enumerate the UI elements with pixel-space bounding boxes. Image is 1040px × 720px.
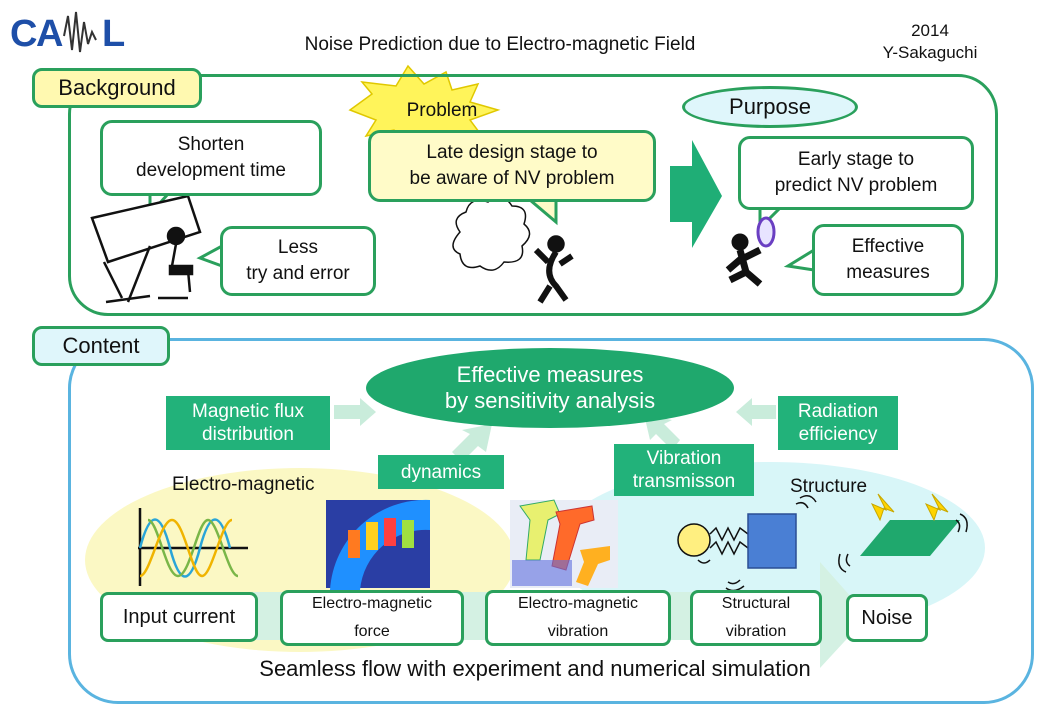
motor-field-plot xyxy=(326,499,430,590)
background-panel xyxy=(68,74,998,316)
sensitivity-analysis-oval: Effective measures by sensitivity analys… xyxy=(366,348,734,428)
svg-text:C: C xyxy=(10,13,37,55)
year-text: 2014 xyxy=(911,21,949,40)
late-stage-bubble: Late design stage to be aware of NV prob… xyxy=(368,130,656,202)
oval-line1: Effective measures xyxy=(456,362,644,387)
dynamics-box: dynamics xyxy=(378,455,504,489)
svg-text:L: L xyxy=(102,13,125,55)
less-line1: Less xyxy=(277,237,319,258)
less-bubble: Less try and error xyxy=(220,226,376,296)
author-text: Y-Sakaguchi xyxy=(882,43,978,62)
svg-text:A: A xyxy=(36,13,63,55)
early-line2: predict NV problem xyxy=(774,175,938,196)
flow-em-force: Electro-magnetic force xyxy=(280,590,464,646)
radiation-efficiency-box: Radiation efficiency xyxy=(778,396,898,450)
purpose-label: Purpose xyxy=(682,86,858,128)
flow-input-current: Input current xyxy=(100,592,258,642)
problem-label: Problem xyxy=(406,100,478,121)
rad-line1: Radiation xyxy=(797,401,879,422)
designer-illustration xyxy=(90,194,202,304)
content-panel xyxy=(68,338,1034,704)
effective-bubble: Effective measures xyxy=(812,224,964,296)
page-title: Noise Prediction due to Electro-magnetic… xyxy=(304,34,696,55)
structure-label: Structure xyxy=(790,476,868,497)
logo-icon: C A L xyxy=(10,11,125,55)
sine-waves-icon xyxy=(138,508,248,586)
early-line1: Early stage to xyxy=(797,149,915,170)
arrow-dynamics xyxy=(452,424,492,462)
late-line1: Late design stage to xyxy=(426,142,598,163)
shorten-line2: development time xyxy=(136,160,286,181)
shorten-bubble: Shorten development time xyxy=(100,120,322,196)
effective-line2: measures xyxy=(846,262,930,283)
arrow-flux xyxy=(334,398,376,426)
emforce-line2: force xyxy=(354,623,390,640)
shorten-line1: Shorten xyxy=(177,134,245,155)
investigator-illustration xyxy=(725,216,776,287)
emforce-line1: Electro-magnetic xyxy=(311,595,433,612)
vib-line2: transmisson xyxy=(632,471,736,492)
flow-em-vibration: Electro-magnetic vibration xyxy=(485,590,671,646)
flow-structural-vibration: Structural vibration xyxy=(690,590,822,646)
flux-line1: Magnetic flux xyxy=(192,401,304,422)
oval-line2: by sensitivity analysis xyxy=(444,388,656,413)
effective-line1: Effective xyxy=(851,236,925,257)
late-line2: be aware of NV problem xyxy=(409,168,615,189)
electromagnetic-label: Electro-magnetic xyxy=(172,474,315,495)
vib-line1: Vibration xyxy=(646,448,722,469)
flux-line2: distribution xyxy=(202,424,294,445)
purpose-arrow xyxy=(670,140,722,248)
rad-line2: efficiency xyxy=(798,424,878,445)
early-stage-bubble: Early stage to predict NV problem xyxy=(738,136,974,210)
struct-line2: vibration xyxy=(725,623,787,640)
magnetic-flux-box: Magnetic flux distribution xyxy=(166,396,330,450)
emvib-line1: Electro-magnetic xyxy=(517,595,639,612)
struct-line1: Structural xyxy=(721,595,791,612)
radiating-plate-icon xyxy=(838,493,968,573)
background-tag: Background xyxy=(32,68,202,108)
seamless-flow-caption: Seamless flow with experiment and numeri… xyxy=(259,656,811,681)
tooth-vibration-plot xyxy=(510,499,618,588)
arrow-vibration xyxy=(644,414,680,450)
emvib-line2: vibration xyxy=(547,623,609,640)
less-line2: try and error xyxy=(246,263,350,284)
confused-illustration xyxy=(452,196,574,304)
flow-noise: Noise xyxy=(846,594,928,642)
content-tag: Content xyxy=(32,326,170,366)
year-author: 2014 Y-Sakaguchi xyxy=(880,20,980,64)
arrow-radiation xyxy=(736,398,776,426)
spring-mass-icon xyxy=(677,495,817,592)
vibration-transmission-box: Vibration transmisson xyxy=(614,444,754,496)
